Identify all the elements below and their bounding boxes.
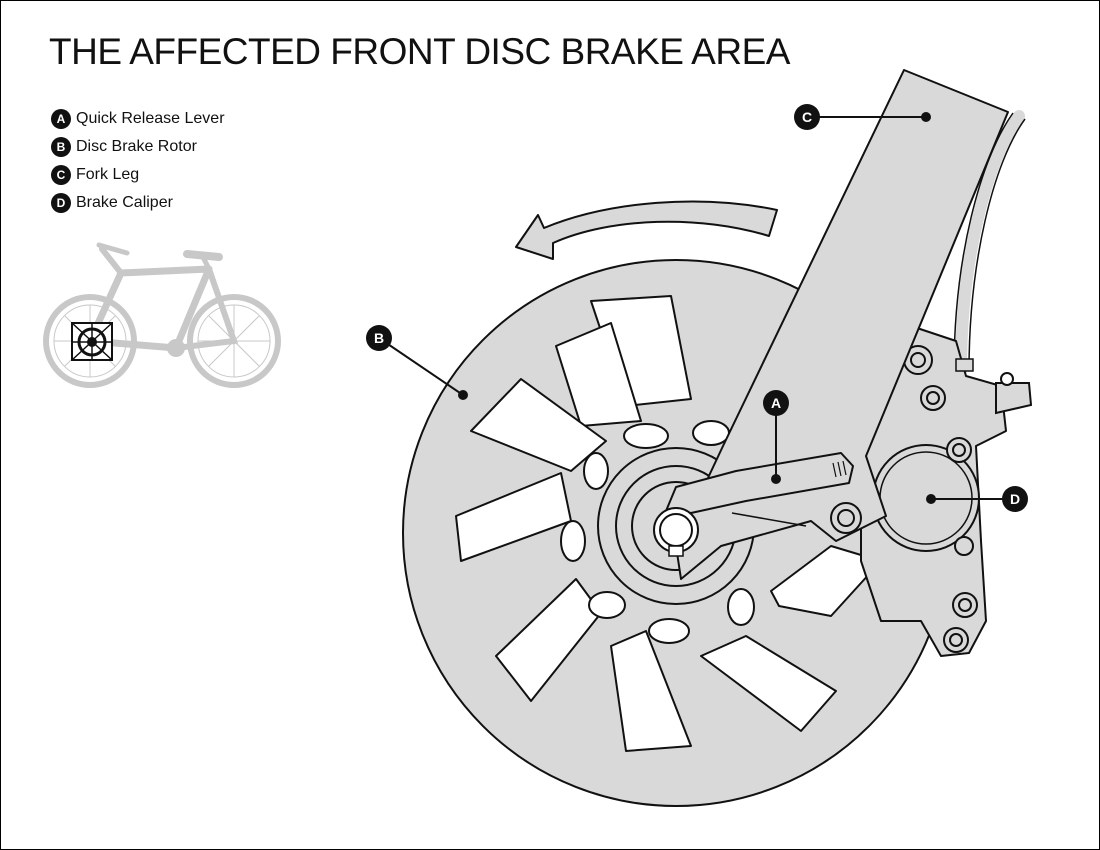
callout-a: A xyxy=(763,390,789,416)
callout-dots xyxy=(458,112,936,504)
rotation-arrow-icon xyxy=(515,200,778,260)
callout-b: B xyxy=(366,325,392,351)
highlight-box-icon xyxy=(71,322,113,361)
callout-d: D xyxy=(1002,486,1028,512)
callout-c: C xyxy=(794,104,820,130)
callout-a-label: A xyxy=(771,395,781,411)
legend-badge-a: A xyxy=(51,109,71,129)
legend-badge-c: C xyxy=(51,165,71,185)
legend-item-c: C Fork Leg xyxy=(51,161,225,189)
brake-caliper xyxy=(860,325,1033,657)
legend-item-d: D Brake Caliper xyxy=(51,189,225,217)
callout-b-label: B xyxy=(374,330,384,346)
legend-item-a: A Quick Release Lever xyxy=(51,105,225,133)
callout-c-label: C xyxy=(802,109,812,125)
legend: A Quick Release Lever B Disc Brake Rotor… xyxy=(51,105,225,217)
bike-silhouette-icon xyxy=(43,242,281,388)
legend-label-c: Fork Leg xyxy=(76,166,140,183)
fork-leg xyxy=(675,69,1009,580)
legend-badge-b: B xyxy=(51,137,71,157)
page-title: THE AFFECTED FRONT DISC BRAKE AREA xyxy=(49,31,790,72)
legend-label-a: Quick Release Lever xyxy=(76,110,225,127)
callout-d-label: D xyxy=(1010,491,1020,507)
legend-label-d: Brake Caliper xyxy=(76,194,173,211)
quick-release-lever xyxy=(653,452,854,557)
legend-label-b: Disc Brake Rotor xyxy=(76,138,197,155)
brake-hose xyxy=(955,110,1025,377)
legend-badge-d: D xyxy=(51,193,71,213)
legend-item-b: B Disc Brake Rotor xyxy=(51,133,225,161)
